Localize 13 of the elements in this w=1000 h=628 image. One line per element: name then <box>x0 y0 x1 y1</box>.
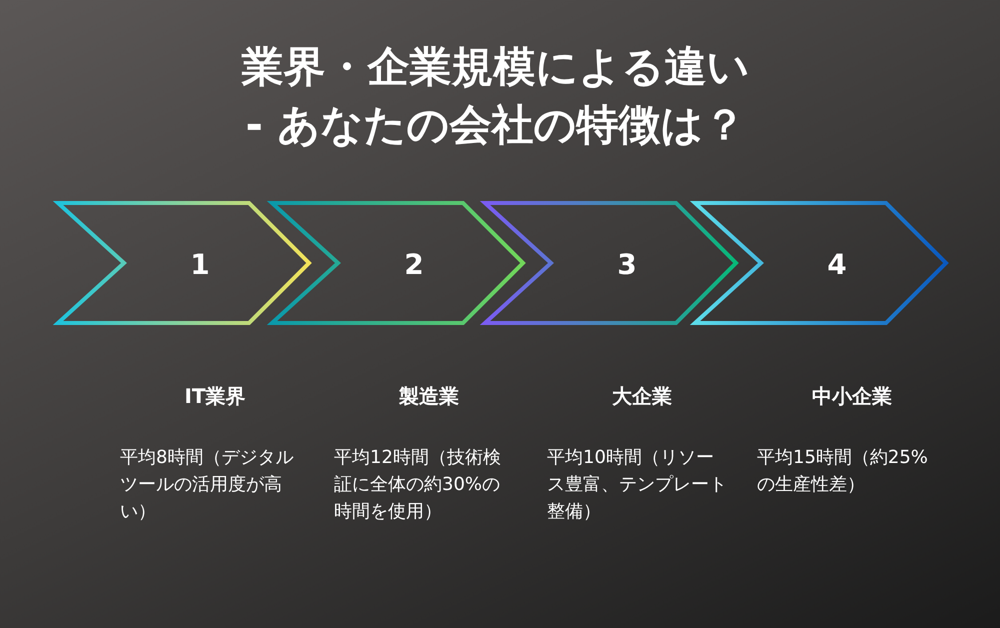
category-heading: 製造業 <box>399 383 459 409</box>
category-heading: IT業界 <box>184 383 246 409</box>
description-text: 平均8時間（デジタルツールの活用度が高い） <box>120 446 294 524</box>
description-text: 平均15時間（約25%の生産性差） <box>757 446 929 497</box>
step-number: 4 <box>827 248 847 282</box>
category-heading: 大企業 <box>612 383 672 409</box>
description-text: 平均12時間（技術検証に全体の約30%の時間を使用） <box>334 446 502 524</box>
description-text: 平均10時間（リソース豊富、テンプレート整備） <box>547 446 727 524</box>
step-number: 2 <box>404 248 424 282</box>
title: 業界・企業規模による違い - あなたの会社の特徴は？ <box>240 41 750 151</box>
category-heading: 中小企業 <box>812 383 892 409</box>
step-number: 1 <box>190 248 210 282</box>
step-number: 3 <box>617 248 637 282</box>
